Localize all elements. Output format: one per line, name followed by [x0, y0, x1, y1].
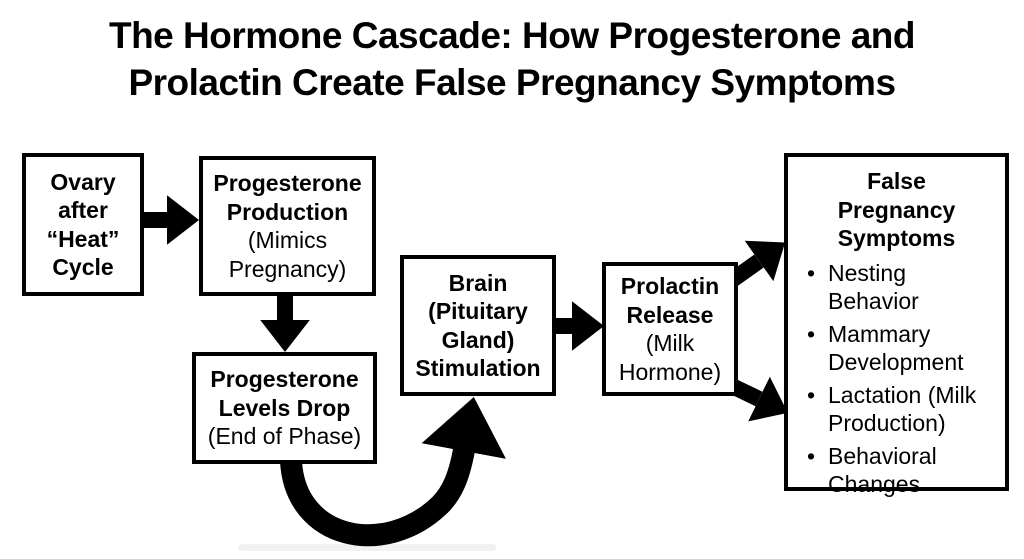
node-text-line: (Pituitary — [428, 298, 528, 324]
node-text-line: (End of Phase) — [207, 423, 362, 450]
list-item: • Mammary Development — [807, 320, 1003, 376]
node-text-line: Brain — [448, 269, 508, 296]
list-item-text: Lactation (Milk Production) — [828, 381, 977, 436]
node-text-line: Symptoms — [837, 225, 956, 251]
node-text-line: Release — [626, 301, 714, 328]
node-prolactin-release: Prolactin Release (Milk Hormone) — [602, 262, 738, 396]
node-text-line: (Mimics — [247, 227, 328, 253]
node-text-line: Levels Drop — [218, 394, 351, 421]
list-item: • Behavioral Changes — [807, 442, 1003, 498]
node-progesterone-levels-drop: Progesterone Levels Drop (End of Phase) — [192, 352, 377, 464]
list-item-text: Behavioral Changes — [828, 442, 937, 497]
node-text-line: Pregnancy — [837, 196, 956, 223]
bullet-icon: • — [807, 381, 816, 408]
node-false-pregnancy-symptoms: False Pregnancy Symptoms • Nesting Behav… — [784, 153, 1009, 497]
node-ovary-after-heat-cycle: Ovary after “Heat” Cycle — [22, 153, 144, 296]
node-text-line: Progesterone — [213, 170, 362, 196]
title-line-2: Prolactin Create False Pregnancy Symptom… — [128, 62, 896, 103]
node-text-line: “Heat” — [46, 225, 120, 252]
node-text-line: Pregnancy) — [228, 255, 347, 282]
node-text-line: after — [58, 197, 108, 223]
artifact-smudge — [238, 544, 496, 551]
arrow-drop-to-brain-curved — [280, 397, 506, 547]
bullet-icon: • — [807, 320, 816, 347]
title-line-1: The Hormone Cascade: How Progesterone an… — [108, 15, 916, 56]
list-item-text: Nesting Behavior — [828, 259, 919, 314]
diagram-title: The Hormone Cascade: How Progesterone an… — [0, 12, 1024, 106]
node-text-line: Progesterone — [210, 366, 359, 393]
node-text-line: (Milk — [645, 330, 695, 356]
node-brain-pituitary-stimulation: Brain (Pituitary Gland) Stimulation — [400, 255, 556, 396]
node-text-line: Ovary — [50, 168, 116, 195]
node-text-line: Gland) — [441, 326, 515, 353]
bullet-icon: • — [807, 442, 816, 469]
node-text-line: Stimulation — [415, 355, 541, 381]
node-progesterone-production: Progesterone Production (Mimics Pregnanc… — [199, 156, 376, 296]
symptoms-list: • Nesting Behavior • Mammary Development… — [788, 259, 1005, 503]
bullet-icon: • — [807, 259, 816, 286]
list-item: • Lactation (Milk Production) — [807, 381, 1003, 437]
list-item-text: Mammary Development — [828, 320, 964, 375]
node-text-line: Prolactin — [620, 273, 720, 299]
node-text-line: False — [867, 168, 926, 194]
node-text-line: Production — [226, 198, 349, 225]
list-item: • Nesting Behavior — [807, 259, 1003, 315]
node-text-line: Cycle — [52, 254, 114, 280]
symptoms-title: False Pregnancy Symptoms — [788, 167, 1005, 253]
node-text-line: Hormone) — [618, 358, 722, 385]
